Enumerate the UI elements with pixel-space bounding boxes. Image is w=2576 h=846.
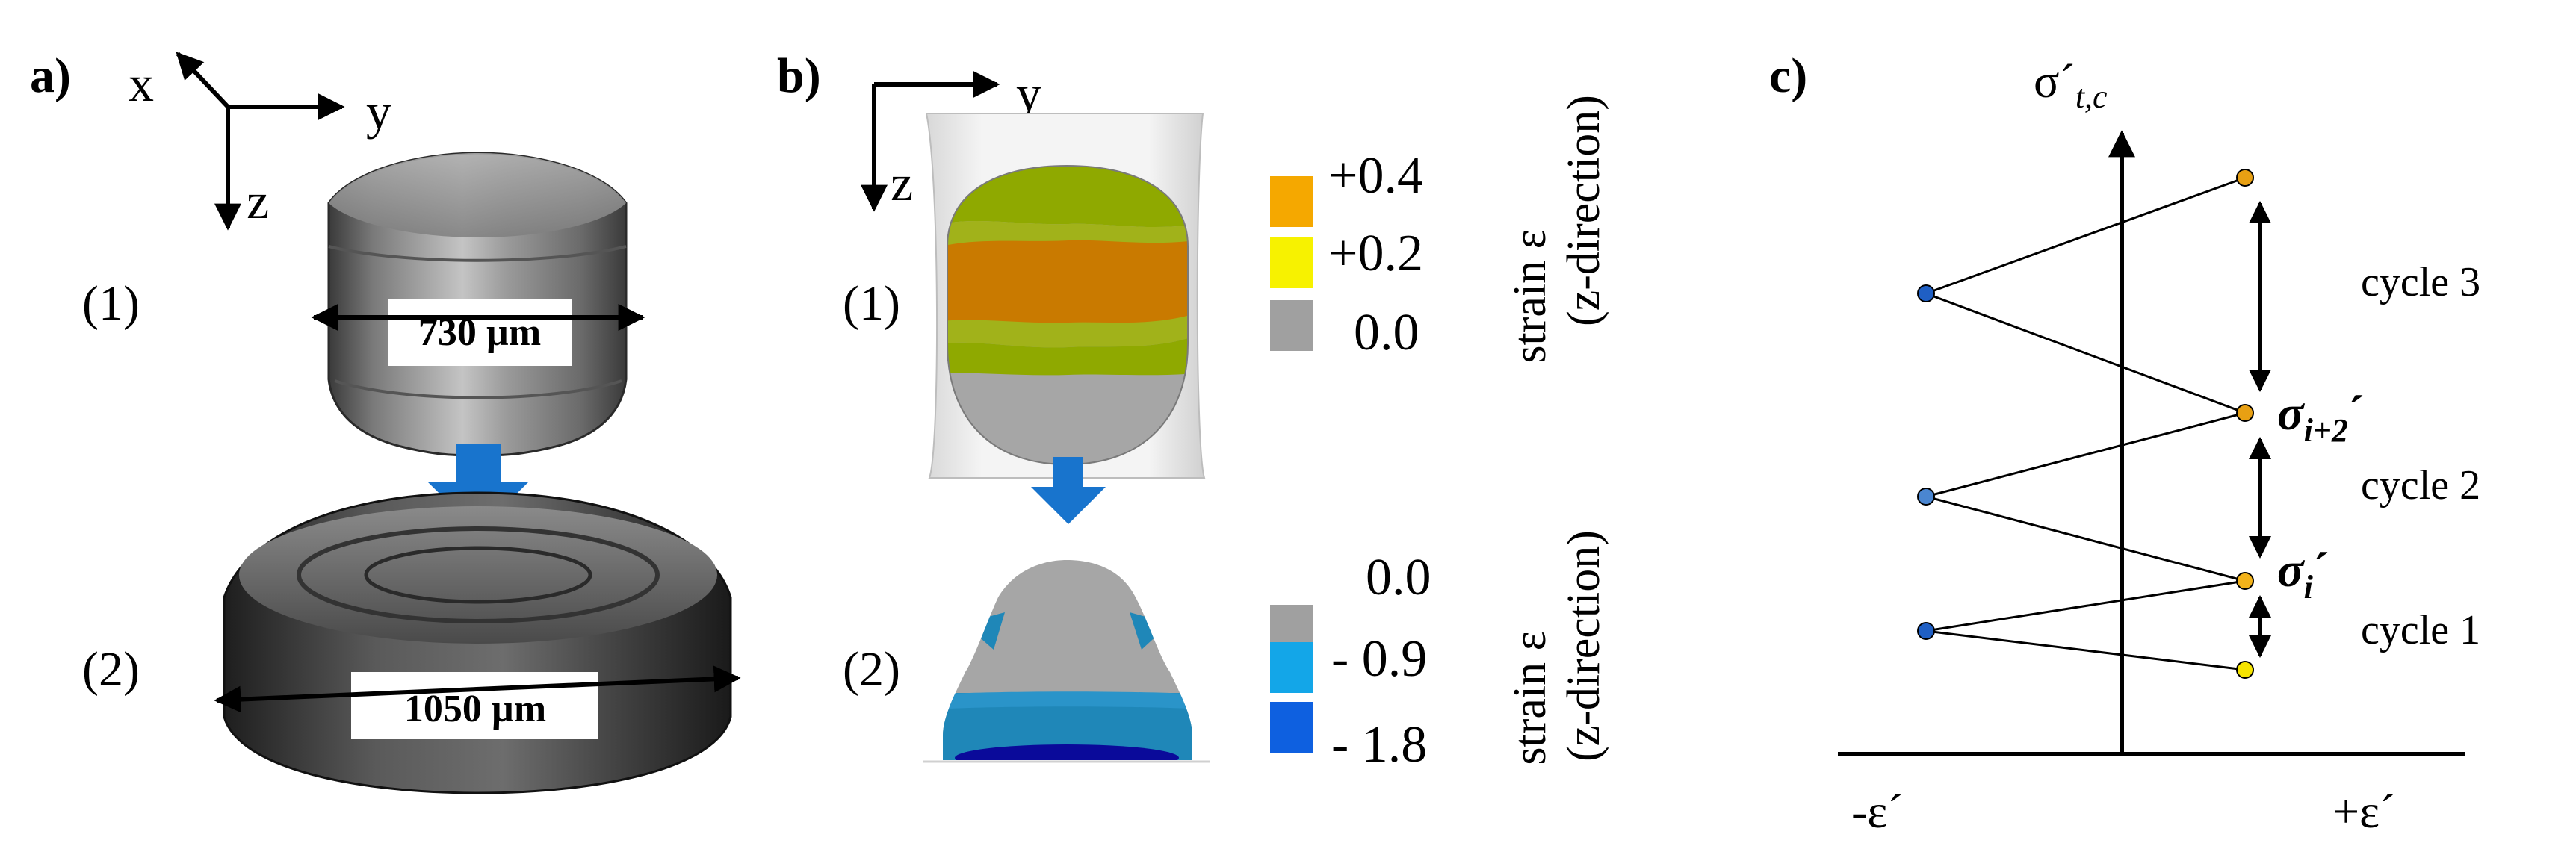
panel-b-axes: y z — [861, 65, 1041, 212]
c-x-pos-label: +ε´ — [2332, 785, 2395, 838]
legend1-swatch-0 — [1270, 176, 1313, 227]
point-right-i — [2236, 572, 2254, 590]
legend1-swatch-2 — [1270, 300, 1313, 351]
sigma-i2-prime: ´ — [2348, 386, 2365, 441]
sigma-i-symbol: σ — [2277, 543, 2306, 597]
fe-specimen-1 — [947, 166, 1188, 464]
point-right-top — [2236, 169, 2254, 187]
dim-2-arrow — [214, 665, 741, 713]
legend1-label-1: +0.2 — [1328, 225, 1423, 282]
sigma-i2-sub: i+2 — [2304, 412, 2348, 449]
stage-2-label-a: (2) — [82, 642, 140, 697]
c-y-axis-sub: t,c — [2075, 78, 2108, 115]
panel-b-letter: b) — [777, 49, 821, 103]
legend2-label-1: - 0.9 — [1331, 630, 1427, 688]
x-axis-arrow — [176, 52, 230, 109]
c-y-axis-label: σ´t,c — [2034, 55, 2108, 115]
strain-legend-2: 0.0 - 0.9 - 1.8 strain ε (z-direction) — [1270, 530, 1609, 774]
load-path — [1922, 176, 2249, 671]
point-left-1 — [1917, 622, 1935, 640]
panel-b: b) y z (1) (2) — [777, 49, 1609, 774]
legend2-swatch-2 — [1270, 702, 1313, 753]
sigma-i2-label: σi+2´ — [2277, 386, 2365, 449]
point-right-i2 — [2236, 404, 2254, 422]
legend2-label-2: - 1.8 — [1331, 716, 1427, 774]
legend1-strain-label: strain ε — [1505, 229, 1555, 363]
fe-specimen-1-outline — [947, 164, 1189, 466]
panel-c-letter: c) — [1769, 49, 1807, 103]
dim-2-label: 1050 µm — [404, 688, 546, 730]
legend1-label-0: +0.4 — [1328, 147, 1423, 205]
forging-arrow-a — [427, 444, 529, 532]
stage-1-label-b: (1) — [843, 276, 900, 331]
legend1-swatch-1 — [1270, 237, 1313, 288]
fe-specimen-2 — [943, 560, 1192, 760]
legend1-label-2: 0.0 — [1354, 304, 1419, 361]
panel-a-letter: a) — [30, 49, 71, 103]
axis-z-label: z — [247, 172, 269, 229]
specimen-1-photo: 730 µm — [311, 152, 645, 457]
panel-c: c) σ´t,c -ε´ +ε´ σi+2´ σi´ cycle 3 cycle… — [1769, 49, 2480, 838]
legend2-swatch-1 — [1270, 642, 1313, 693]
legend2-direction-label: (z-direction) — [1558, 530, 1609, 762]
c-y-axis-sigma: σ´ — [2034, 55, 2075, 108]
sigma-i2-symbol: σ — [2277, 386, 2306, 441]
sigma-i-label: σi´ — [2277, 543, 2329, 606]
b-axis-z-label: z — [891, 155, 913, 211]
legend2-label-0: 0.0 — [1366, 549, 1431, 606]
panel-a-axes: x y z — [129, 52, 391, 231]
specimen-2-photo: 1050 µm — [214, 491, 741, 794]
panel-a: a) x y z 730 µm (1) — [30, 49, 741, 794]
dim-1-label: 730 µm — [418, 311, 541, 354]
c-x-neg-label: -ε´ — [1851, 785, 1904, 838]
legend1-direction-label: (z-direction) — [1558, 95, 1609, 326]
cycle-1-label: cycle 1 — [2361, 607, 2480, 653]
axis-y-label: y — [366, 83, 391, 140]
cycle-3-label: cycle 3 — [2361, 259, 2480, 305]
stage-1-label-a: (1) — [82, 276, 140, 331]
point-left-3 — [1917, 284, 1935, 302]
point-left-2 — [1917, 488, 1935, 506]
legend2-strain-label: strain ε — [1505, 631, 1555, 765]
b-axis-y-label: y — [1016, 65, 1041, 122]
point-right-bottom — [2236, 661, 2254, 679]
stage-2-label-b: (2) — [843, 642, 900, 697]
sigma-i-prime: ´ — [2313, 543, 2329, 597]
cycle-2-label: cycle 2 — [2361, 462, 2480, 508]
forging-arrow-b — [1031, 457, 1106, 524]
axis-x-label: x — [129, 55, 154, 112]
strain-legend-1: +0.4 +0.2 0.0 strain ε (z-direction) — [1270, 95, 1609, 364]
sigma-i-sub: i — [2304, 569, 2314, 606]
